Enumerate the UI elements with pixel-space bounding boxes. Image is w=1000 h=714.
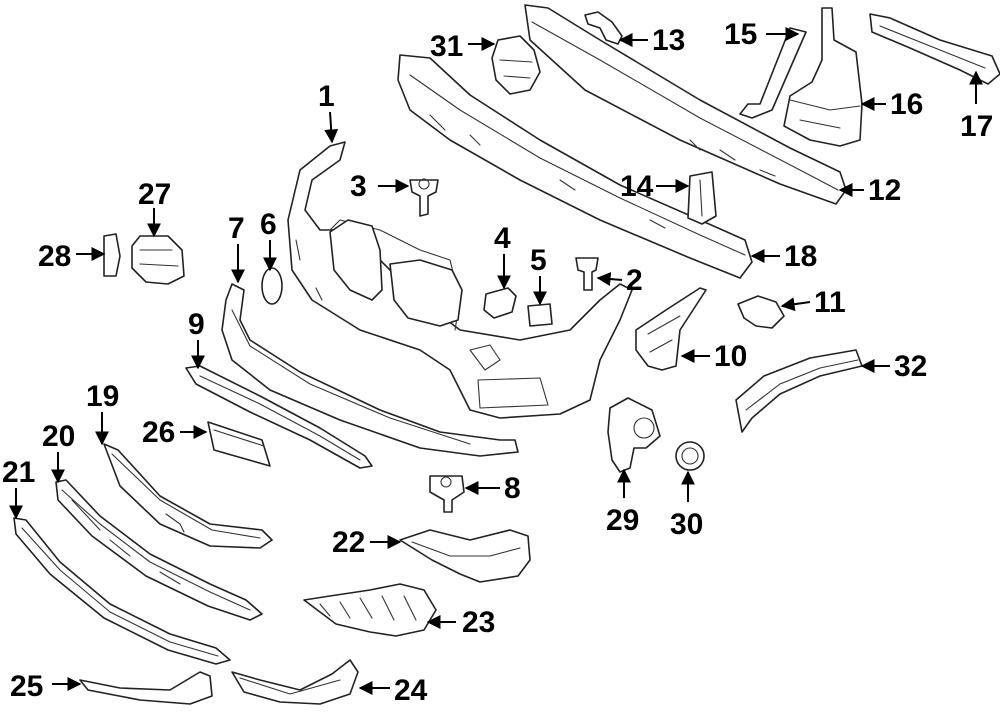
side-bracket-17-part bbox=[869, 13, 1000, 85]
callout-17: 17 bbox=[960, 110, 993, 143]
callout-29: 29 bbox=[606, 504, 639, 537]
sensor-27-part bbox=[131, 235, 185, 285]
callout-9: 9 bbox=[188, 308, 205, 341]
grille-20-part bbox=[55, 479, 263, 621]
callout-20: 20 bbox=[42, 420, 75, 453]
leader-lines bbox=[9, 27, 983, 695]
grille-19-part bbox=[103, 443, 273, 549]
cap-6-part bbox=[261, 267, 283, 305]
sensor-29-part bbox=[607, 397, 661, 473]
callout-19: 19 bbox=[86, 380, 119, 413]
callout-25: 25 bbox=[10, 670, 43, 703]
lower-trim-24-part bbox=[231, 659, 359, 705]
lower-trim-7-part bbox=[221, 283, 519, 457]
callout-6: 6 bbox=[260, 208, 277, 241]
callout-13: 13 bbox=[652, 24, 685, 57]
callout-3: 3 bbox=[350, 170, 367, 203]
molding-25-part bbox=[79, 671, 213, 705]
callout-22: 22 bbox=[332, 526, 365, 559]
clip-13-part bbox=[584, 11, 623, 45]
bracket-22-part bbox=[399, 529, 531, 583]
callout-15: 15 bbox=[724, 18, 757, 51]
callout-7: 7 bbox=[228, 212, 245, 245]
callout-14: 14 bbox=[620, 170, 654, 203]
bracket-15-part bbox=[739, 27, 807, 119]
callout-24: 24 bbox=[394, 674, 428, 707]
plate-bracket-26-part bbox=[207, 421, 271, 467]
mount-bracket-16-part bbox=[783, 7, 863, 147]
strip-9-part bbox=[185, 365, 373, 469]
arch-trim-32-part bbox=[735, 349, 863, 433]
sensor-31-part bbox=[491, 35, 541, 95]
callout-31: 31 bbox=[430, 30, 463, 63]
callout-4: 4 bbox=[494, 222, 511, 255]
grille-part bbox=[329, 219, 463, 327]
callout-16: 16 bbox=[890, 88, 923, 121]
fastener-8-part bbox=[429, 475, 465, 513]
callout-23: 23 bbox=[462, 606, 495, 639]
callout-10: 10 bbox=[714, 340, 747, 373]
callout-26: 26 bbox=[142, 416, 175, 449]
callout-28: 28 bbox=[38, 240, 71, 273]
ring-28-part bbox=[103, 233, 121, 277]
callout-32: 32 bbox=[894, 350, 927, 383]
ring-30-part bbox=[675, 441, 705, 471]
fastener-3-part bbox=[409, 178, 439, 217]
impact-bar-part bbox=[524, 4, 847, 205]
callout-18: 18 bbox=[784, 240, 817, 273]
callout-8: 8 bbox=[504, 472, 521, 505]
callout-5: 5 bbox=[530, 244, 547, 277]
fog-grille-23-part bbox=[303, 583, 437, 637]
callout-12: 12 bbox=[868, 174, 901, 207]
callout-21: 21 bbox=[2, 456, 35, 489]
callout-30: 30 bbox=[670, 508, 703, 541]
callout-1: 1 bbox=[318, 80, 335, 113]
energy-absorber-part bbox=[397, 54, 753, 279]
callout-11: 11 bbox=[814, 286, 846, 319]
tow-cover-4-part bbox=[483, 287, 517, 319]
callout-27: 27 bbox=[138, 178, 171, 211]
bracket-10-part bbox=[635, 287, 707, 371]
clip-11-part bbox=[737, 295, 785, 329]
callout-2: 2 bbox=[626, 264, 643, 297]
callout-labels: 1 2 3 4 5 6 7 8 9 10 11 12 13 14 15 16 1… bbox=[2, 18, 993, 707]
bracket-14-part bbox=[687, 171, 717, 225]
screw-2-part bbox=[575, 257, 599, 291]
plate-5-part bbox=[527, 303, 553, 327]
grille-21-part bbox=[13, 517, 231, 665]
